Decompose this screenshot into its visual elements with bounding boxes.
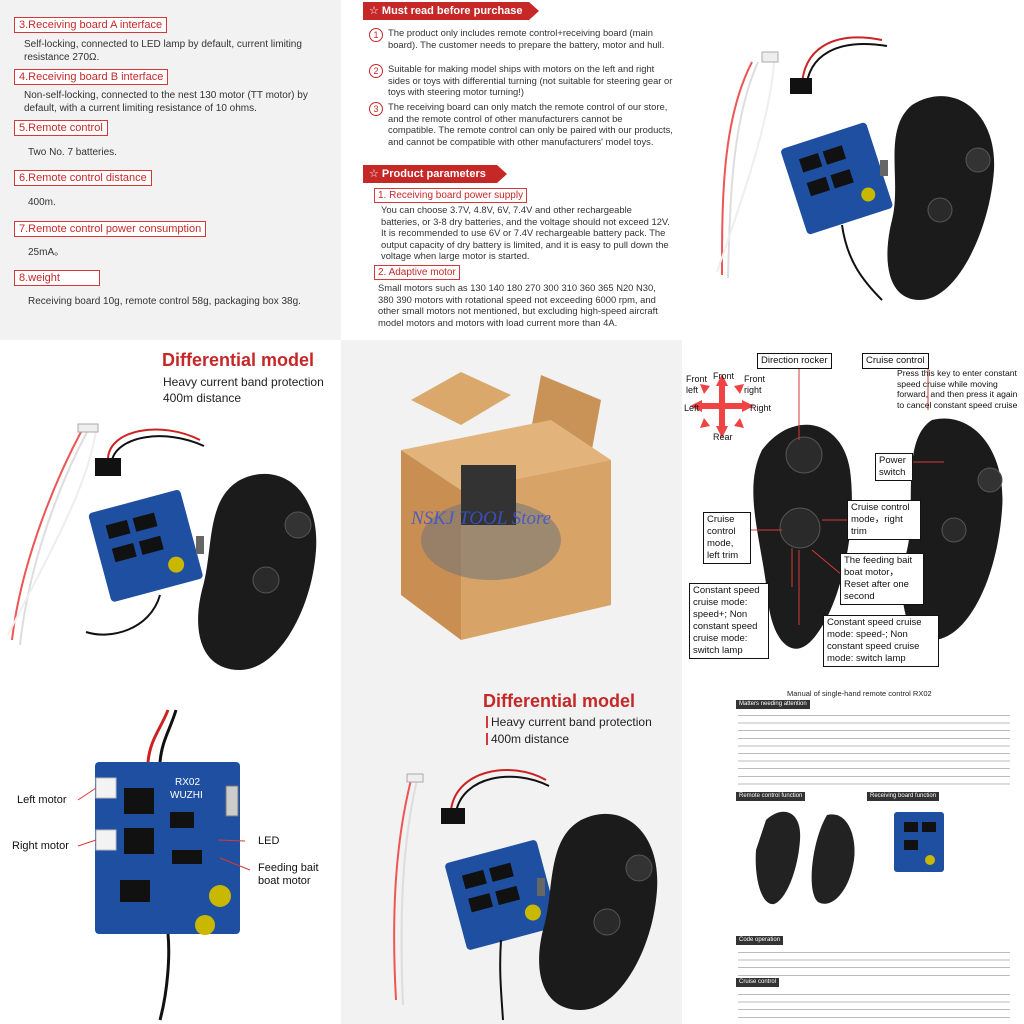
product-params-header: ☆ Product parameters [363, 165, 507, 183]
dir-right-label: Right [750, 403, 772, 413]
param-subtitle: 1. Receiving board power supply [374, 188, 528, 203]
manual-heading: Receiving board function [867, 792, 940, 801]
diff2-line1: Heavy current band protection [491, 715, 652, 729]
cruise-left-trim-label: Cruise control mode, left trim [703, 512, 751, 564]
chip-label-2: WUZHI [170, 790, 203, 801]
dir-front-left-label: Front left [686, 374, 708, 395]
const-minus-label: Constant speed cruise mode: speed-; Non … [823, 615, 939, 667]
board-panel: RX02 WUZHI Left motor Right motor LED Fe… [0, 690, 341, 1024]
direction-rocker-label: Direction rocker [757, 353, 832, 369]
section-title: 6.Remote control distance [14, 170, 152, 186]
diff-title: Differential model [162, 350, 315, 370]
manual-heading: Remote control function [736, 792, 806, 801]
diff-line1: Heavy current band protection [163, 375, 324, 389]
chip-label-1: RX02 [175, 777, 201, 788]
manual-heading: Matters needing attention [736, 700, 810, 709]
diff2-title: Differential model [483, 691, 636, 711]
section-title: 3.Receiving board A interface [14, 17, 168, 33]
must-read-item: The receiving board can only match the r… [388, 101, 673, 147]
dir-front-right-label: Front right [744, 374, 766, 395]
feeding-motor-label: Feeding bait boat motor [258, 862, 319, 887]
diff-illustration [7, 423, 317, 670]
item-number: 3 [369, 102, 383, 116]
box-illustration [401, 372, 611, 640]
manual-text-block [738, 990, 1010, 1022]
remote-diagram-panel: Front Front left Front right Left Right … [682, 340, 1024, 690]
section-body: Two No. 7 batteries. [28, 147, 117, 158]
dir-left-label: Left [684, 403, 700, 413]
item-number: 2 [369, 64, 383, 78]
diff2-line2: 400m distance [491, 732, 570, 746]
watermark: NSKJ TOOL Store [411, 508, 552, 529]
section-body: 400m. [28, 197, 56, 208]
param-subtitle: 2. Adaptive motor [374, 265, 460, 280]
left-motor-label: Left motor [17, 794, 67, 806]
diff-line2: 400m distance [163, 391, 242, 405]
section-body: Receiving board 10g, remote control 58g,… [28, 296, 301, 307]
remote-diagram-illustration [690, 367, 1003, 649]
product-photo-top [682, 0, 1024, 340]
param-text: Small motors such as 130 140 180 270 300… [378, 282, 658, 328]
cruise-control-desc: Press this key to enter constant speed c… [897, 368, 1018, 410]
dir-front-label: Front [713, 371, 735, 381]
param-text: You can choose 3.7V, 4.8V, 6V, 7.4V and … [381, 204, 670, 261]
section-body: Non-self-locking, connected to the nest … [24, 90, 308, 114]
section-body: Self-locking, connected to LED lamp by d… [24, 39, 302, 63]
feeding-motor-label: The feeding bait boat motor，Reset after … [840, 553, 924, 605]
must-read-item: The product only includes remote control… [388, 27, 665, 50]
item-number: 1 [369, 28, 383, 42]
diff2-illustration [393, 769, 658, 1021]
board-illustration [77, 709, 251, 1021]
section-title: 5.Remote control [14, 120, 108, 136]
section-title: 4.Receiving board B interface [14, 69, 169, 85]
section-title: 8.weight [14, 270, 100, 286]
dir-rear-label: Rear [713, 432, 733, 442]
section-title: 7.Remote control power consumption [14, 221, 207, 237]
product-photo-illustration [716, 36, 995, 301]
manual-title: Manual of single-hand remote control RX0… [787, 690, 932, 698]
cruise-right-trim-label: Cruise control mode，right trim [847, 500, 921, 540]
led-label: LED [258, 835, 280, 847]
must-read-item: Suitable for making model ships with mot… [388, 63, 673, 97]
params-panel-left: 3.Receiving board A interface Self-locki… [0, 0, 341, 340]
manual-panel: Manual of single-hand remote control RX0… [682, 690, 1024, 1024]
manual-heading: Code operation [736, 936, 784, 945]
manual-text-block [738, 948, 1010, 976]
manual-illustration [755, 811, 944, 905]
power-switch-label: Power switch [875, 453, 913, 481]
manual-heading: Cruise control [736, 978, 780, 987]
right-motor-label: Right motor [12, 840, 69, 852]
cruise-control-label: Cruise control [862, 353, 929, 369]
differential-panel: Differential model Heavy current band pr… [0, 340, 341, 690]
differential-panel-2: Differential model Heavy current band pr… [341, 690, 682, 1024]
manual-text-block [738, 711, 1010, 789]
const-plus-label: Constant speed cruise mode: speed+; Non … [689, 583, 769, 659]
box-panel: NSKJ TOOL Store [341, 340, 682, 690]
section-body: 25mA。 [28, 247, 65, 258]
params-panel-middle: ☆ Must read before purchase 1 The produc… [341, 0, 682, 340]
must-read-header: ☆ Must read before purchase [363, 2, 539, 20]
